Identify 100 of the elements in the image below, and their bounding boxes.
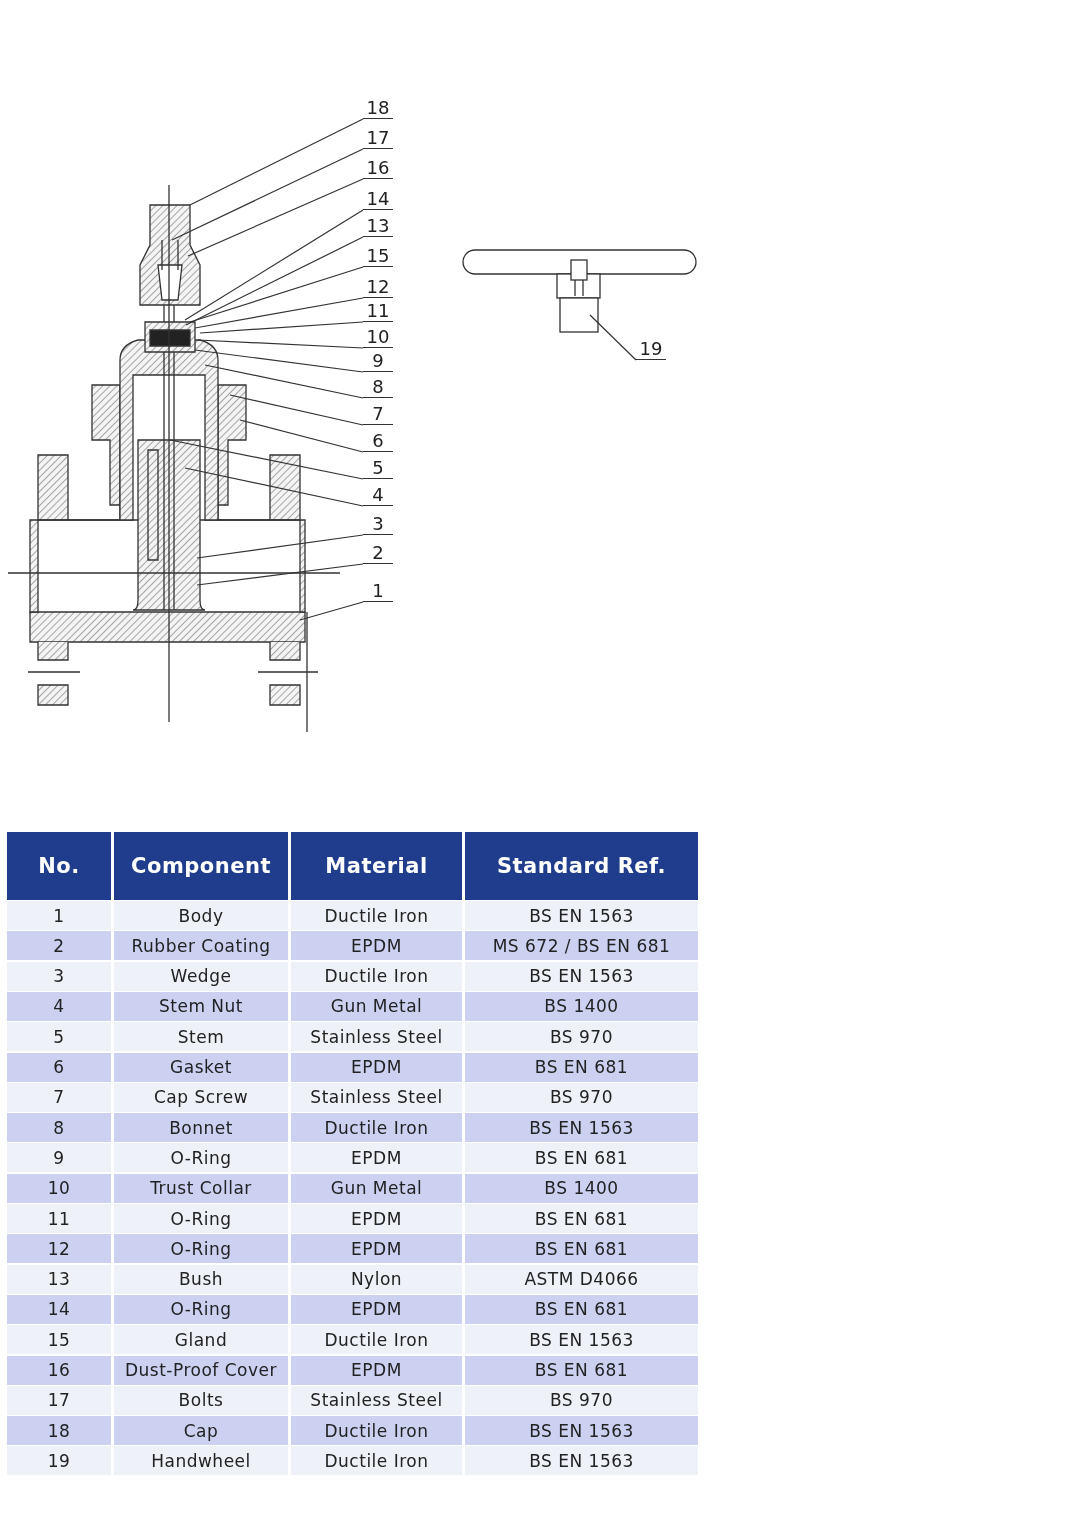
table-cell: 7 [7, 1082, 111, 1112]
table-cell: 6 [7, 1052, 111, 1082]
table-cell: Gun Metal [291, 991, 462, 1021]
table-cell: BS 970 [465, 1082, 698, 1112]
leader-line [169, 439, 364, 480]
leader-line [194, 349, 364, 373]
column-header: Component [114, 832, 288, 900]
table-cell: 18 [7, 1416, 111, 1446]
table-cell: BS 970 [465, 1385, 698, 1415]
callout-number: 3 [363, 513, 393, 535]
table-cell: 2 [7, 931, 111, 961]
callout-number: 13 [363, 215, 393, 237]
table-cell: EPDM [291, 1204, 462, 1233]
callout-number: 11 [363, 300, 393, 322]
table-cell: Stainless Steel [291, 1022, 462, 1052]
callout-number: 1 [363, 580, 393, 602]
table-cell: O-Ring [114, 1143, 288, 1173]
table-cell: Gun Metal [291, 1173, 462, 1203]
callout-number: 15 [363, 245, 393, 267]
table-cell: BS EN 1563 [465, 1113, 698, 1143]
table-cell: EPDM [291, 1143, 462, 1173]
table-cell: BS EN 681 [465, 1052, 698, 1082]
table-cell: Ductile Iron [291, 901, 462, 930]
table-cell: 3 [7, 961, 111, 991]
table-cell: 12 [7, 1234, 111, 1264]
table-cell: Stem [114, 1022, 288, 1052]
table-cell: Gasket [114, 1052, 288, 1082]
table-cell: BS EN 1563 [465, 961, 698, 991]
callout-number: 8 [363, 376, 393, 398]
table-cell: BS EN 681 [465, 1355, 698, 1385]
leader-line [229, 394, 364, 426]
callout-number: 10 [363, 326, 393, 348]
callout-number: 18 [363, 97, 393, 119]
callout-number: 19 [636, 338, 666, 360]
table-cell: Nylon [291, 1264, 462, 1294]
table-cell: Trust Collar [114, 1173, 288, 1203]
column-header: No. [7, 832, 111, 900]
table-cell: 11 [7, 1204, 111, 1233]
leader-line [184, 209, 364, 321]
table-cell: Ductile Iron [291, 1446, 462, 1476]
table-cell: Bonnet [114, 1113, 288, 1143]
table-cell: BS EN 1563 [465, 901, 698, 930]
table-cell: O-Ring [114, 1294, 288, 1324]
table-cell: ASTM D4066 [465, 1264, 698, 1294]
table-cell: 19 [7, 1446, 111, 1476]
table-cell: BS EN 681 [465, 1234, 698, 1264]
table-cell: 1 [7, 901, 111, 930]
leader-line [299, 601, 364, 621]
leader-line [171, 148, 364, 241]
callout-number: 5 [363, 457, 393, 479]
table-cell: 14 [7, 1294, 111, 1324]
column-header: Material [291, 832, 462, 900]
table-cell: 9 [7, 1143, 111, 1173]
table-cell: Cap Screw [114, 1082, 288, 1112]
table-cell: Dust-Proof Cover [114, 1355, 288, 1385]
table-cell: BS 1400 [465, 991, 698, 1021]
table-cell: BS 1400 [465, 1173, 698, 1203]
table-cell: 16 [7, 1355, 111, 1385]
table-cell: Ductile Iron [291, 1416, 462, 1446]
table-cell: 4 [7, 991, 111, 1021]
callout-number: 7 [363, 403, 393, 425]
table-cell: 15 [7, 1325, 111, 1355]
table-cell: MS 672 / BS EN 681 [465, 931, 698, 961]
table-cell: BS EN 1563 [465, 1325, 698, 1355]
callout-number: 2 [363, 542, 393, 564]
table-cell: EPDM [291, 1234, 462, 1264]
leader-line [187, 178, 364, 257]
leader-line [189, 266, 364, 323]
leader-line [197, 339, 364, 349]
table-cell: EPDM [291, 1294, 462, 1324]
column-header: Standard Ref. [465, 832, 698, 900]
leader-line [196, 563, 364, 586]
leader-line [199, 321, 364, 334]
table-cell: 8 [7, 1113, 111, 1143]
leader-line [239, 419, 364, 453]
table-cell: Handwheel [114, 1446, 288, 1476]
table-cell: EPDM [291, 1052, 462, 1082]
table-cell: BS EN 681 [465, 1294, 698, 1324]
table-cell: Stem Nut [114, 991, 288, 1021]
table-cell: BS EN 681 [465, 1204, 698, 1233]
leader-line [194, 297, 364, 329]
table-cell: BS 970 [465, 1022, 698, 1052]
callout-number: 6 [363, 430, 393, 452]
leader-line [589, 314, 637, 361]
table-cell: BS EN 1563 [465, 1416, 698, 1446]
leader-line [184, 467, 364, 507]
table-cell: 17 [7, 1385, 111, 1415]
leader-line [185, 236, 364, 326]
leader-line [189, 118, 364, 206]
callout-number: 12 [363, 276, 393, 298]
table-cell: Rubber Coating [114, 931, 288, 961]
table-cell: EPDM [291, 931, 462, 961]
table-cell: BS EN 1563 [465, 1446, 698, 1476]
table-cell: 10 [7, 1173, 111, 1203]
leader-line [204, 364, 364, 399]
callout-number: 9 [363, 350, 393, 372]
table-cell: BS EN 681 [465, 1143, 698, 1173]
callout-number: 17 [363, 127, 393, 149]
table-cell: 5 [7, 1022, 111, 1052]
table-cell: Bush [114, 1264, 288, 1294]
